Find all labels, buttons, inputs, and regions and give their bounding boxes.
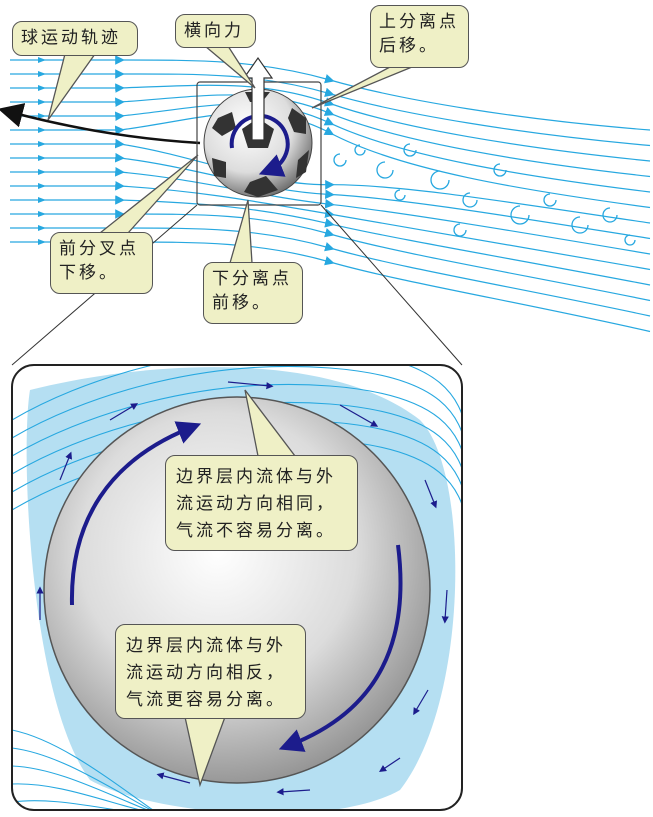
- flow-arrowhead: [38, 57, 46, 63]
- trajectory-arrow: [0, 103, 201, 145]
- flow-arrowhead: [38, 113, 46, 119]
- inset-panel: [12, 365, 462, 810]
- vortex: [543, 193, 557, 207]
- inset-streamline: [12, 365, 462, 459]
- callout-text: 下移。: [59, 263, 119, 283]
- streamline: [10, 69, 651, 147]
- callout-text: 边界层内流体与外: [176, 467, 336, 487]
- inset-streamline: [12, 383, 462, 477]
- flow-arrowhead: [38, 197, 46, 203]
- callout-text: 球运动轨迹: [21, 28, 121, 48]
- callout-tails: [47, 45, 413, 788]
- flow-arrowhead: [38, 71, 46, 77]
- spin-arrow-upper: [69, 421, 202, 606]
- streamline: [10, 138, 651, 224]
- flow-arrowhead: [38, 99, 46, 105]
- callout-opposite-direction: 边界层内流体与外流运动方向相反， 气流更容易分离。: [115, 624, 306, 719]
- streamline: [10, 181, 651, 271]
- callout-text: 流运动方向相同，: [176, 494, 336, 514]
- streamline: [10, 237, 651, 333]
- callout-lower-separation: 下分离点前移。: [203, 262, 303, 324]
- callout-text: 上分离点: [379, 12, 459, 32]
- inset-streamline: [12, 401, 462, 495]
- vortex: [624, 234, 636, 246]
- vortex: [453, 223, 467, 237]
- spin-arrow: [229, 113, 290, 177]
- streamline: [10, 55, 651, 131]
- flow-arrowhead: [38, 183, 46, 189]
- flow-arrowhead: [38, 141, 46, 147]
- callout-text: 边界层内流体与外: [126, 636, 286, 656]
- callout-text: 前分叉点: [59, 239, 139, 259]
- callout-text: 横向力: [184, 21, 244, 41]
- streamline: [10, 209, 651, 302]
- vortex: [354, 144, 366, 156]
- streamline: [10, 112, 651, 209]
- flow-arrowhead: [38, 127, 46, 133]
- vortex: [403, 143, 417, 157]
- callout-lateral-force: 横向力: [175, 14, 256, 48]
- flow-arrowhead: [38, 85, 46, 91]
- flow-arrowhead: [38, 239, 46, 245]
- spin-arrow-lower: [278, 544, 403, 752]
- callout-text: 气流更容易分离。: [126, 690, 286, 710]
- flow-arrowhead: [38, 169, 46, 175]
- vortex: [376, 161, 394, 179]
- streamline: [10, 152, 651, 240]
- vortex: [510, 205, 530, 225]
- vortex: [493, 163, 507, 177]
- zoom-line-right: [320, 204, 463, 366]
- vortex: [394, 189, 406, 201]
- vortex: [430, 170, 450, 190]
- callout-text: 后移。: [379, 36, 439, 56]
- lateral-force-arrow: [242, 56, 274, 141]
- streamline: [10, 83, 651, 162]
- streamline: [10, 223, 651, 317]
- vortex: [602, 207, 618, 223]
- inset-streamline: [12, 747, 161, 810]
- inset-streamline: [12, 765, 161, 810]
- wake-vortices: [333, 143, 636, 246]
- inset-border: [11, 364, 463, 811]
- streamline: [10, 94, 651, 178]
- flow-arrowhead: [38, 211, 46, 217]
- streamlines: [10, 55, 651, 333]
- callout-text: 流运动方向相反，: [126, 663, 286, 683]
- flow-arrowhead: [38, 225, 46, 231]
- callout-upper-separation: 上分离点后移。: [370, 5, 469, 68]
- streamline: [10, 103, 651, 193]
- flow-arrowhead: [38, 155, 46, 161]
- streamline: [10, 195, 651, 286]
- callout-front-stagnation: 前分叉点下移。: [50, 232, 153, 294]
- vortex: [333, 153, 347, 167]
- inset-streamline: [12, 783, 161, 810]
- vortex: [462, 192, 478, 208]
- callout-text: 下分离点: [212, 269, 292, 289]
- callout-same-direction: 边界层内流体与外流运动方向相同， 气流不容易分离。: [165, 455, 358, 551]
- inset-streamline: [12, 800, 161, 810]
- callout-text: 气流不容易分离。: [176, 521, 336, 541]
- inset-streamline: [12, 729, 161, 810]
- vortex: [571, 216, 589, 234]
- callout-text: 前移。: [212, 293, 272, 313]
- inset-streamline: [12, 365, 462, 441]
- callout-trajectory: 球运动轨迹: [12, 21, 138, 56]
